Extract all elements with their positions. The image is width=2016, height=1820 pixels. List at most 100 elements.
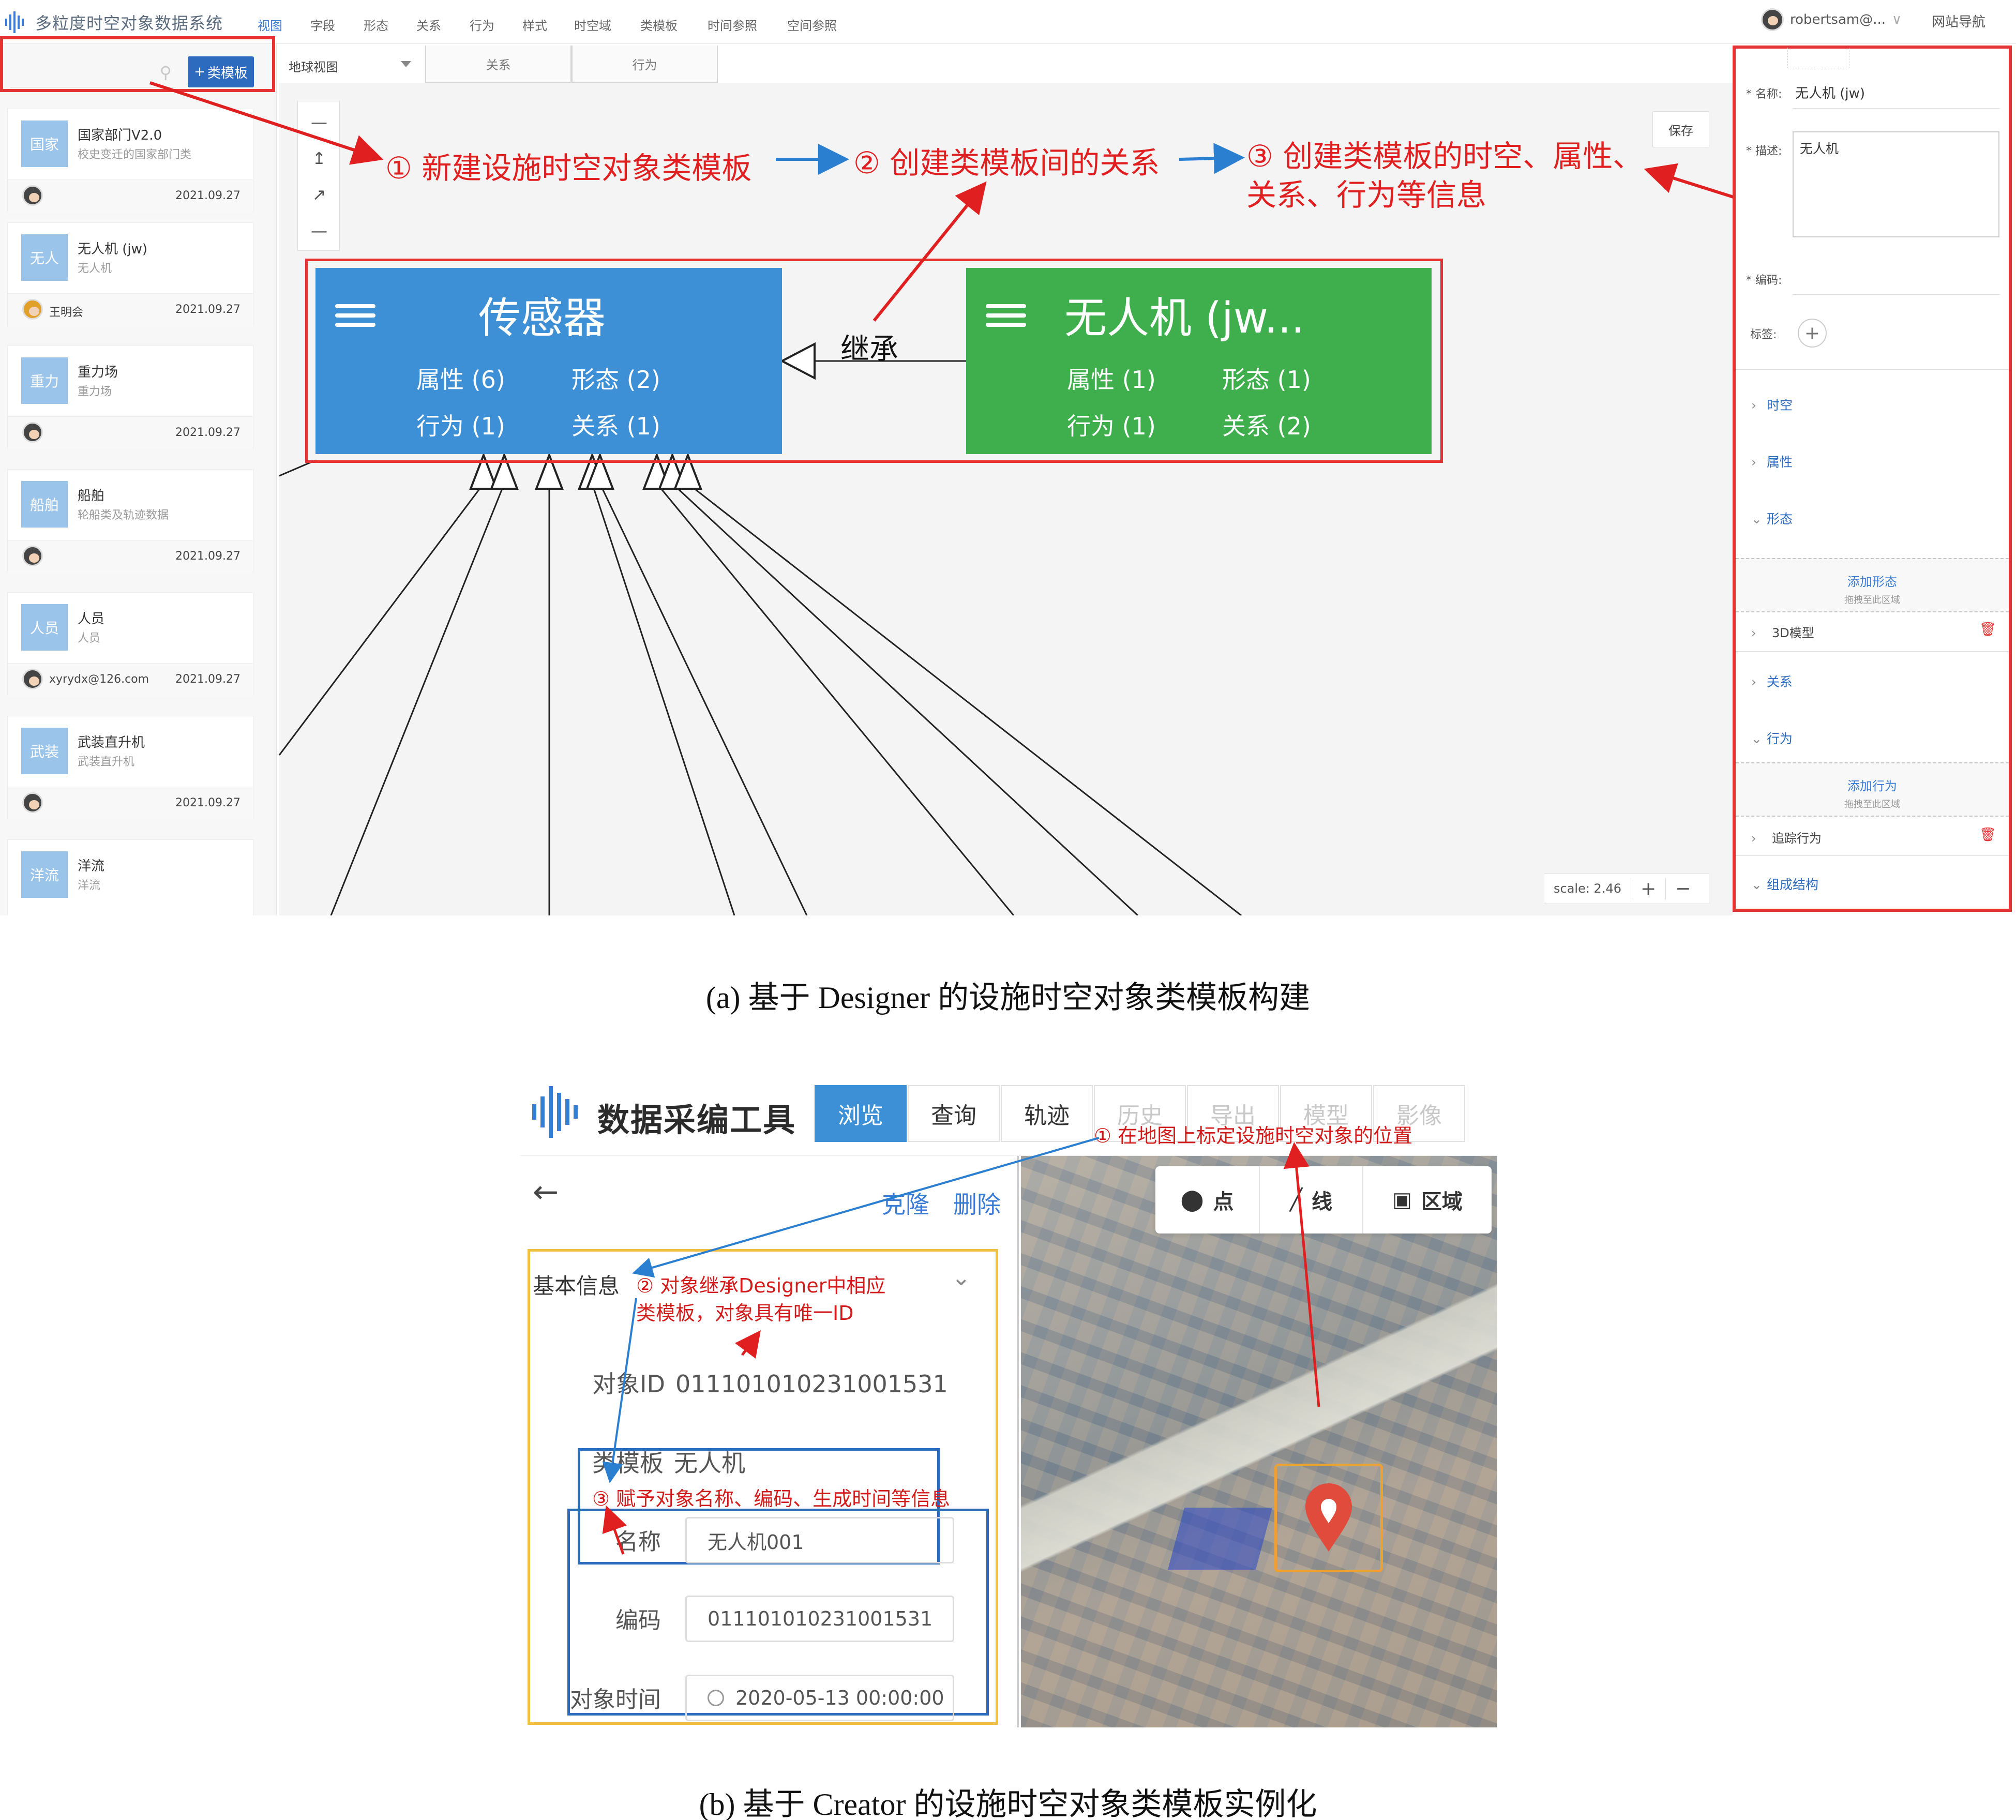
tab-browse[interactable]: 浏览 bbox=[815, 1085, 907, 1142]
tab-relation[interactable]: 关系 bbox=[425, 46, 571, 83]
node-relation-count: 关系 (2) bbox=[1222, 412, 1311, 440]
nav-form[interactable]: 形态 bbox=[364, 19, 388, 33]
nav-spacetime-domain[interactable]: 时空域 bbox=[574, 19, 611, 33]
card-title: 武装直升机 bbox=[78, 735, 145, 750]
name-field[interactable]: 无人机 (jw) bbox=[1795, 86, 1865, 101]
add-tag-button[interactable]: + bbox=[1798, 319, 1827, 348]
save-button[interactable]: 保存 bbox=[1652, 111, 1709, 147]
chevron-down-icon: ⌄ bbox=[1751, 731, 1762, 746]
canvas-toolstrip: — ↥ ↗ — bbox=[297, 101, 340, 251]
zoom-in-button[interactable]: + bbox=[1631, 878, 1665, 899]
template-card[interactable]: 船舶 船舶 轮船类及轨迹数据 2021.09.27 bbox=[7, 469, 253, 573]
sensor-template-node[interactable]: 传感器 属性 (6) 形态 (2) 行为 (1) 关系 (1) bbox=[315, 268, 782, 454]
card-subtitle: 武装直升机 bbox=[78, 756, 135, 769]
draw-area-label: 区域 bbox=[1421, 1190, 1463, 1214]
section-spacetime[interactable]: ›时空 bbox=[1751, 395, 1793, 414]
object-id-label: 对象ID bbox=[592, 1370, 665, 1398]
line-tool[interactable]: — bbox=[311, 221, 327, 240]
search-input[interactable]: ⚲ bbox=[10, 58, 176, 87]
card-owner: 王明会 bbox=[49, 306, 84, 319]
card-title: 人员 bbox=[78, 611, 105, 627]
avatar bbox=[22, 422, 43, 443]
node-form-count: 形态 (2) bbox=[571, 366, 660, 394]
chevron-right-icon: › bbox=[1751, 626, 1756, 640]
section-attribute[interactable]: ›属性 bbox=[1751, 452, 1793, 471]
top-navbar: 多粒度时空对象数据系统 视图 字段 形态 关系 行为 样式 时空域 类模板 时间… bbox=[0, 0, 2016, 44]
form-item-3d-model[interactable]: ›3D模型 bbox=[1751, 623, 1814, 641]
card-date: 2021.09.27 bbox=[175, 796, 240, 809]
basic-info-frame bbox=[528, 1249, 998, 1725]
chevron-down-icon bbox=[401, 61, 411, 67]
card-subtitle: 重力场 bbox=[78, 385, 112, 398]
creator-screenshot: 数据采编工具 浏览 查询 轨迹 历史 导出 模型 影像 ← 克隆 删除 基本信息… bbox=[520, 1071, 1497, 1727]
template-card[interactable]: 重力 重力场 重力场 2021.09.27 bbox=[7, 345, 253, 449]
chevron-right-icon: › bbox=[1751, 455, 1756, 470]
draw-area-button[interactable]: ▣区域 bbox=[1362, 1166, 1492, 1234]
delete-icon[interactable]: 🗑 bbox=[1979, 622, 1996, 637]
time-picker[interactable]: 2020-05-13 00:00:00 bbox=[685, 1675, 954, 1721]
card-subtitle: 校史变迁的国家部门类 bbox=[78, 148, 192, 161]
export-tool[interactable]: ↥ bbox=[312, 148, 326, 168]
add-template-button[interactable]: + 类模板 bbox=[188, 56, 254, 87]
connect-tool[interactable]: ↗ bbox=[312, 185, 326, 204]
tab-query[interactable]: 查询 bbox=[908, 1085, 1000, 1142]
annotation-step1: ① 在地图上标定设施时空对象的位置 bbox=[1094, 1124, 1413, 1147]
tab-trajectory[interactable]: 轨迹 bbox=[1001, 1085, 1093, 1142]
section-relation[interactable]: ›关系 bbox=[1751, 672, 1793, 690]
tab-history[interactable]: 历史 bbox=[1094, 1085, 1186, 1142]
diagram-canvas[interactable] bbox=[279, 83, 1733, 915]
diagram-connectors bbox=[278, 342, 1242, 915]
clone-button[interactable]: 克隆 bbox=[882, 1191, 929, 1219]
avatar bbox=[22, 669, 43, 689]
code-input[interactable]: 011101010231001531 bbox=[685, 1596, 954, 1642]
tab-model[interactable]: 模型 bbox=[1280, 1085, 1372, 1142]
zoom-out-button[interactable]: − bbox=[1665, 878, 1700, 899]
site-nav-link[interactable]: 网站导航 bbox=[1932, 14, 1986, 30]
user-menu[interactable]: robertsam@... ∨ bbox=[1761, 8, 1902, 31]
add-behavior-dropzone[interactable]: 添加行为 拖拽至此区域 bbox=[1736, 762, 2009, 817]
nav-style[interactable]: 样式 bbox=[522, 19, 547, 33]
code-label: 编码 bbox=[615, 1607, 661, 1634]
nav-space-reference[interactable]: 空间参照 bbox=[787, 19, 837, 33]
template-card[interactable]: 人员 人员 人员 xyrydx@126.com 2021.09.27 bbox=[7, 592, 253, 696]
back-arrow-icon[interactable]: ← bbox=[533, 1174, 559, 1210]
nav-field[interactable]: 字段 bbox=[310, 19, 335, 33]
divider bbox=[1736, 855, 2009, 856]
template-card[interactable]: 武装 武装直升机 武装直升机 2021.09.27 bbox=[7, 716, 253, 820]
uav-template-node[interactable]: 无人机 (jw... 属性 (1) 形态 (1) 行为 (1) 关系 (2) bbox=[966, 268, 1432, 454]
card-subtitle: 人员 bbox=[78, 632, 101, 645]
view-select[interactable]: 地球视图 bbox=[289, 60, 338, 74]
zoom-out-tool[interactable]: — bbox=[311, 112, 327, 132]
app-title: 数据采编工具 bbox=[597, 1101, 796, 1139]
card-thumb: 洋流 bbox=[21, 851, 68, 898]
draw-point-button[interactable]: ⬤点 bbox=[1155, 1166, 1259, 1234]
nav-time-reference[interactable]: 时间参照 bbox=[708, 19, 757, 33]
behavior-item-tracking[interactable]: ›追踪行为 bbox=[1751, 828, 1822, 846]
location-pin-icon[interactable] bbox=[1303, 1482, 1355, 1554]
nav-view[interactable]: 视图 bbox=[258, 19, 282, 33]
template-card[interactable]: 洋流 洋流 洋流 bbox=[7, 839, 253, 915]
chevron-down-icon[interactable]: ⌄ bbox=[952, 1265, 971, 1291]
satellite-map[interactable]: ⬤点 ╱线 ▣区域 bbox=[1021, 1156, 1497, 1727]
delete-button[interactable]: 删除 bbox=[953, 1191, 1001, 1219]
tab-imagery[interactable]: 影像 bbox=[1373, 1085, 1465, 1142]
desc-textarea[interactable]: 无人机 bbox=[1793, 131, 1999, 237]
template-card[interactable]: 国家 国家部门V2.0 校史变迁的国家部门类 2021.09.27 bbox=[7, 109, 253, 213]
delete-icon[interactable]: 🗑 bbox=[1979, 827, 1996, 843]
name-input[interactable]: 无人机001 bbox=[685, 1517, 954, 1563]
chevron-down-icon: ⌄ bbox=[1751, 877, 1762, 892]
nav-relation[interactable]: 关系 bbox=[416, 19, 441, 33]
nav-class-template[interactable]: 类模板 bbox=[640, 19, 678, 33]
code-field-underline bbox=[1793, 294, 1999, 295]
draw-line-button[interactable]: ╱线 bbox=[1259, 1166, 1362, 1234]
section-form-label: 形态 bbox=[1767, 512, 1793, 527]
section-form[interactable]: ⌄形态 bbox=[1751, 509, 1793, 528]
template-card[interactable]: 无人 无人机 (jw) 无人机 王明会 2021.09.27 bbox=[7, 222, 253, 326]
tab-behavior[interactable]: 行为 bbox=[571, 46, 718, 83]
tab-export[interactable]: 导出 bbox=[1187, 1085, 1279, 1142]
section-composition[interactable]: ⌄组成结构 bbox=[1751, 875, 1818, 893]
menu-icon bbox=[335, 299, 375, 332]
nav-behavior[interactable]: 行为 bbox=[470, 19, 494, 33]
section-behavior[interactable]: ⌄行为 bbox=[1751, 729, 1793, 747]
add-form-dropzone[interactable]: 添加形态 拖拽至此区域 bbox=[1736, 558, 2009, 612]
